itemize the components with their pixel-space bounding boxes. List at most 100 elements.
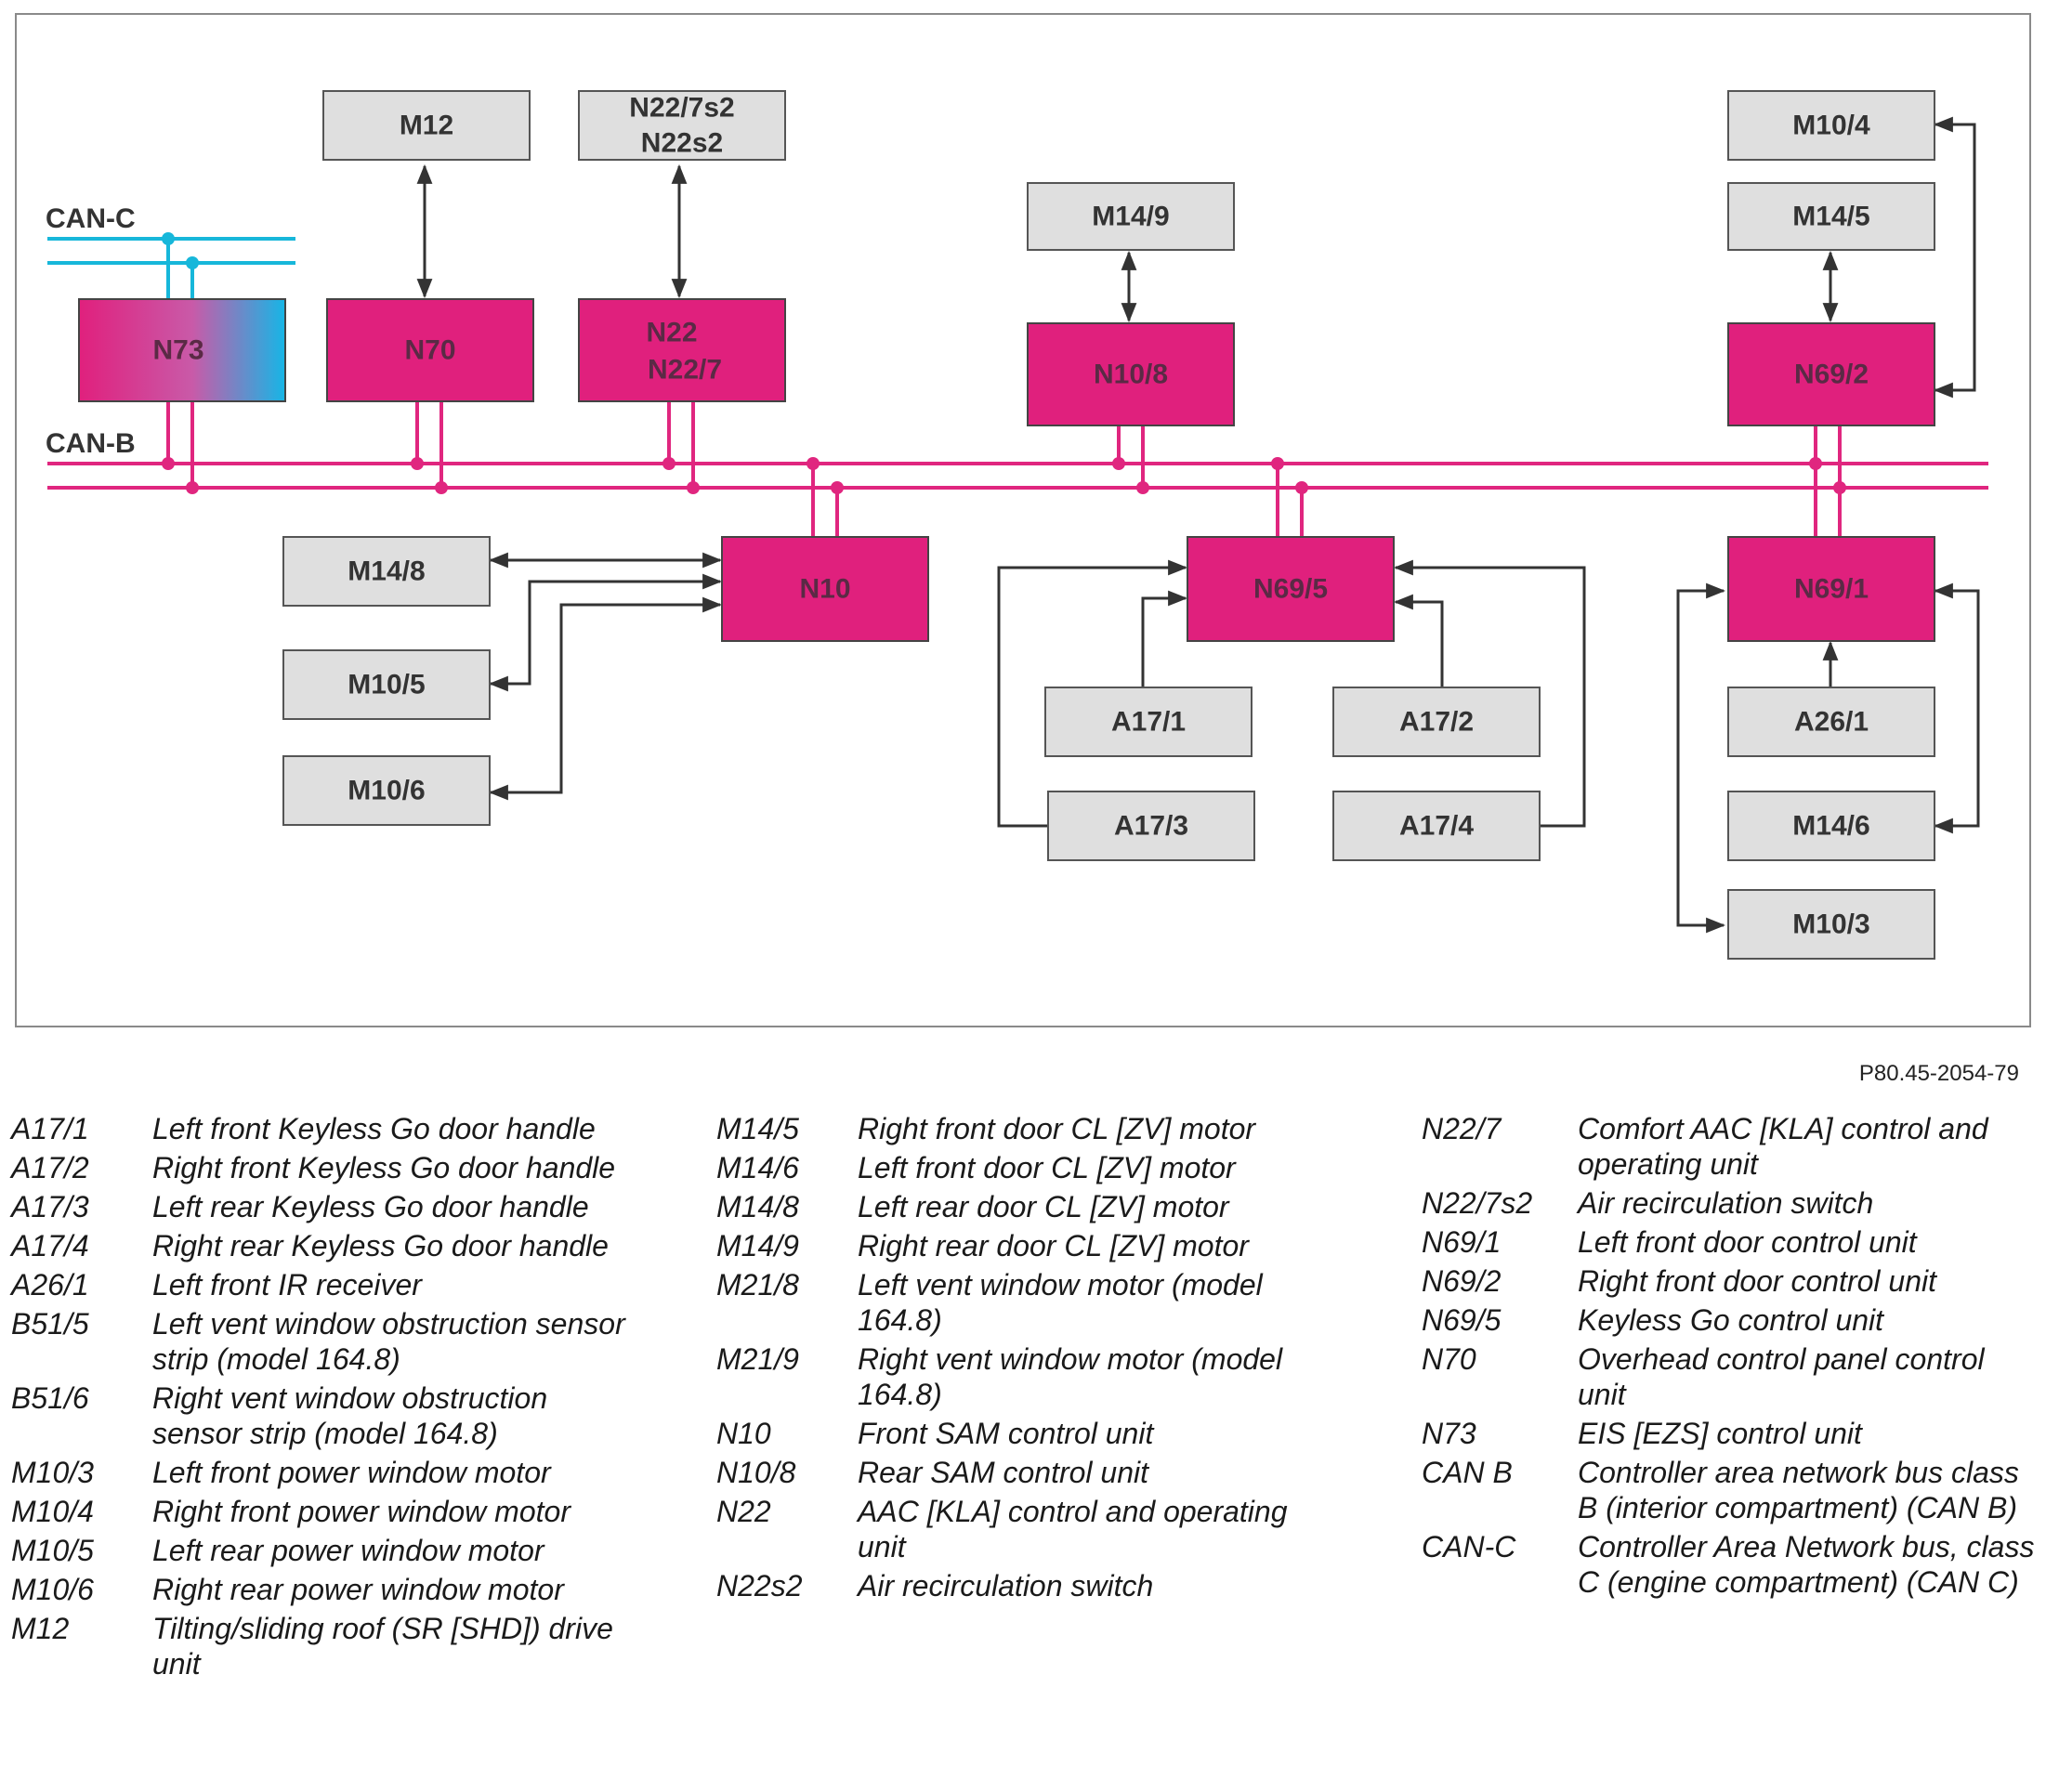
legend-description: Right rear door CL [ZV] motor	[858, 1229, 1249, 1262]
component-a17-4: A17/4	[1332, 791, 1541, 861]
legend-code: A17/4	[11, 1229, 89, 1262]
legend-code: B51/5	[11, 1307, 89, 1341]
legend-description: Controller area network bus class B (int…	[1578, 1456, 2019, 1524]
svg-text:M12: M12	[400, 111, 453, 141]
legend-description: Left vent window motor (model 164.8)	[858, 1268, 1263, 1337]
legend-code: M14/5	[716, 1112, 799, 1145]
component-m10-4: M10/4	[1727, 90, 1935, 161]
control-unit-n10-8: N10/8	[1027, 322, 1235, 426]
legend-code: N70	[1422, 1342, 1476, 1376]
svg-text:N10/8: N10/8	[1094, 360, 1168, 390]
legend-description: AAC [KLA] control and operating unit	[858, 1495, 1288, 1563]
legend-code: CAN B	[1422, 1456, 1513, 1489]
control-unit-n69-5: N69/5	[1187, 536, 1395, 642]
legend-code: N22/7s2	[1422, 1186, 1533, 1220]
legend-item: M10/5 Left rear power window motor	[11, 1533, 643, 1568]
legend-description: Rear SAM control unit	[858, 1456, 1149, 1489]
svg-text:A17/1: A17/1	[1111, 707, 1186, 738]
can-c-bus	[47, 237, 295, 299]
legend-code: M10/3	[11, 1456, 94, 1489]
legend-code: M21/8	[716, 1268, 799, 1301]
legend-description: Right rear power window motor	[152, 1573, 564, 1606]
component-m10-3: M10/3	[1727, 889, 1935, 960]
legend-code: M10/4	[11, 1495, 94, 1528]
component-m14-6: M14/6	[1727, 791, 1935, 861]
legend-code: N69/2	[1422, 1264, 1502, 1298]
legend-code: N69/5	[1422, 1303, 1502, 1337]
svg-text:M10/4: M10/4	[1792, 111, 1870, 141]
svg-text:N22/7s2: N22/7s2	[629, 93, 734, 124]
legend-code: CAN-C	[1422, 1530, 1516, 1563]
legend-item: M10/6 Right rear power window motor	[11, 1572, 643, 1607]
legend-item: N69/5 Keyless Go control unit	[1422, 1302, 2035, 1338]
legend-code: N10	[716, 1417, 771, 1450]
svg-text:N69/1: N69/1	[1794, 574, 1869, 605]
legend-description: Right front door control unit	[1578, 1264, 1936, 1298]
legend-description: Keyless Go control unit	[1578, 1303, 1884, 1337]
svg-text:M14/5: M14/5	[1792, 202, 1869, 232]
legend-description: Left rear power window motor	[152, 1534, 544, 1567]
svg-text:N70: N70	[404, 335, 455, 366]
legend-description: Left front power window motor	[152, 1456, 551, 1489]
legend-description: Right rear Keyless Go door handle	[152, 1229, 609, 1262]
svg-text:M10/3: M10/3	[1792, 909, 1869, 940]
svg-text:M14/6: M14/6	[1792, 811, 1869, 842]
legend-item: M14/9 Right rear door CL [ZV] motor	[716, 1228, 1330, 1263]
control-unit-n69-1: N69/1	[1727, 536, 1935, 642]
legend-description: Front SAM control unit	[858, 1417, 1154, 1450]
component-m14-8: M14/8	[282, 536, 491, 607]
legend-description: Tilting/sliding roof (SR [SHD]) drive un…	[152, 1612, 613, 1681]
legend-item: N69/2 Right front door control unit	[1422, 1263, 2035, 1299]
legend-code: A26/1	[11, 1268, 89, 1301]
component-a26-1: A26/1	[1727, 687, 1935, 757]
svg-text:N69/5: N69/5	[1253, 574, 1328, 605]
legend-description: Air recirculation switch	[1578, 1186, 1874, 1220]
component-m10-5: M10/5	[282, 649, 491, 720]
legend-description: Controller Area Network bus, class C (en…	[1578, 1530, 2035, 1599]
svg-text:N22s2: N22s2	[641, 128, 723, 159]
legend-description: Left vent window obstruction sensor stri…	[152, 1307, 625, 1376]
svg-text:N73: N73	[152, 335, 203, 366]
control-unit-n10: N10	[721, 536, 929, 642]
svg-text:M14/9: M14/9	[1092, 202, 1169, 232]
legend-description: Left front IR receiver	[152, 1268, 422, 1301]
legend-description: Left front door CL [ZV] motor	[858, 1151, 1236, 1184]
legend-code: A17/2	[11, 1151, 89, 1184]
component-m12: M12	[322, 90, 531, 161]
legend-code: M14/9	[716, 1229, 799, 1262]
legend-item: A26/1 Left front IR receiver	[11, 1267, 643, 1302]
can-network-diagram: CAN-C CAN-B M12 N22/7s2 N22s2 M14/9 M10/…	[46, 90, 1988, 960]
can-b-bus	[47, 400, 1988, 537]
svg-text:N22: N22	[646, 318, 697, 348]
diagram-frame	[15, 13, 2031, 1027]
legend-item: N10 Front SAM control unit	[716, 1416, 1330, 1451]
control-unit-n69-2: N69/2	[1727, 322, 1935, 426]
legend-code: B51/6	[11, 1381, 89, 1415]
legend-item: A17/4 Right rear Keyless Go door handle	[11, 1228, 643, 1263]
control-unit-n22-n22-7: N22 N22/7	[578, 298, 786, 402]
legend-code: M21/9	[716, 1342, 799, 1376]
control-unit-n70: N70	[326, 298, 534, 402]
svg-text:A17/3: A17/3	[1114, 811, 1188, 842]
svg-text:N69/2: N69/2	[1794, 360, 1869, 390]
legend-item: M10/3 Left front power window motor	[11, 1455, 643, 1490]
legend-code: N73	[1422, 1417, 1476, 1450]
legend-code: M10/6	[11, 1573, 94, 1606]
legend-code: N22/7	[1422, 1112, 1502, 1145]
legend-description: Right front door CL [ZV] motor	[858, 1112, 1256, 1145]
legend-code: M10/5	[11, 1534, 94, 1567]
